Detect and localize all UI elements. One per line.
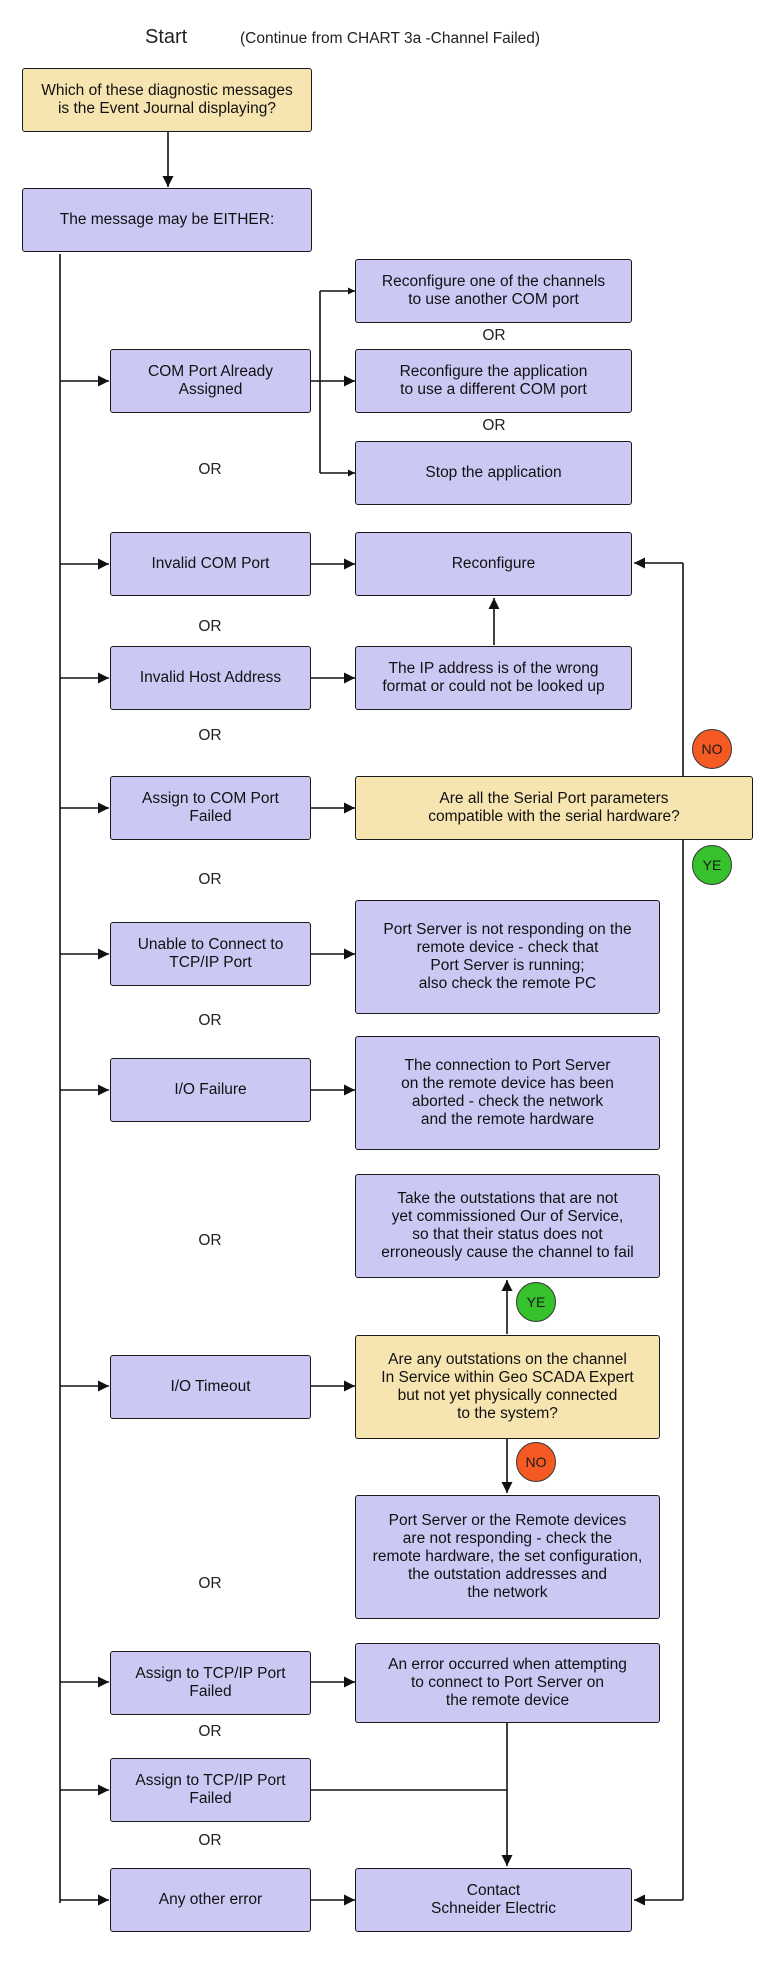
or-label: OR [198,618,222,635]
assign-com-port-failed-box: Assign to COM Port Failed [110,776,311,840]
serial-port-parameters-question-box: Are all the Serial Port parameters compa… [355,776,753,840]
port-server-not-responding-box: Port Server is not responding on the rem… [355,900,660,1014]
io-timeout-box: I/O Timeout [110,1355,311,1419]
or-label: OR [198,461,222,478]
invalid-host-address-box: Invalid Host Address [110,646,311,710]
start-label: Start [145,26,188,48]
continue-note: (Continue from CHART 3a -Channel Failed) [240,30,541,47]
or-label: OR [198,1832,222,1849]
or-label: OR [482,417,506,434]
assign-tcp-port-failed-box-1: Assign to TCP/IP Port Failed [110,1651,311,1715]
or-label: OR [198,1232,222,1249]
or-label: OR [198,1723,222,1740]
yes-decision-badge: YE [516,1282,556,1322]
connection-aborted-box: The connection to Port Server on the rem… [355,1036,660,1150]
ip-address-wrong-box: The IP address is of the wrong format or… [355,646,632,710]
reconfigure-box: Reconfigure [355,532,632,596]
invalid-com-port-box: Invalid COM Port [110,532,311,596]
message-either-box: The message may be EITHER: [22,188,312,252]
stop-application-box: Stop the application [355,441,632,505]
unable-to-connect-tcp-box: Unable to Connect to TCP/IP Port [110,922,311,986]
reconfigure-application-box: Reconfigure the application to use a dif… [355,349,632,413]
diagnostic-question-box: Which of these diagnostic messages is th… [22,68,312,132]
or-label: OR [482,327,506,344]
yes-decision-badge: YE [692,845,732,885]
take-outstations-out-of-service-box: Take the outstations that are not yet co… [355,1174,660,1278]
no-decision-badge: NO [516,1442,556,1482]
or-label: OR [198,871,222,888]
contact-schneider-electric-box: Contact Schneider Electric [355,1868,632,1932]
io-failure-box: I/O Failure [110,1058,311,1122]
or-label: OR [198,727,222,744]
or-label: OR [198,1575,222,1592]
remote-devices-not-responding-box: Port Server or the Remote devices are no… [355,1495,660,1619]
outstations-in-service-question-box: Are any outstations on the channel In Se… [355,1335,660,1439]
reconfigure-channel-box: Reconfigure one of the channels to use a… [355,259,632,323]
assign-tcp-port-failed-box-2: Assign to TCP/IP Port Failed [110,1758,311,1822]
com-port-already-assigned-box: COM Port Already Assigned [110,349,311,413]
or-label: OR [198,1012,222,1029]
no-decision-badge: NO [692,729,732,769]
any-other-error-box: Any other error [110,1868,311,1932]
error-connecting-port-server-box: An error occurred when attempting to con… [355,1643,660,1723]
